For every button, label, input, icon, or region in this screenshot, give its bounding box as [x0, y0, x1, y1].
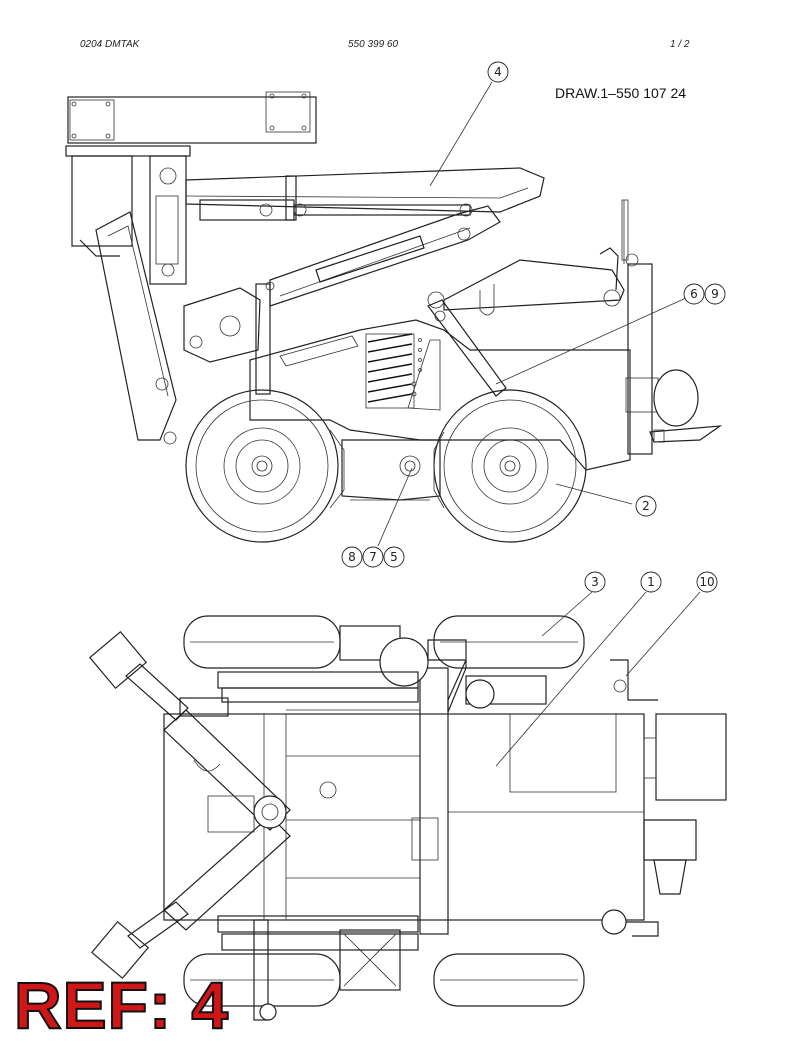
axle-housing — [341, 439, 441, 501]
svg-text:2: 2 — [642, 499, 650, 513]
callout-6: 6 — [683, 283, 705, 305]
callout-5: 5 — [383, 546, 405, 568]
mast-top — [419, 667, 449, 935]
header-page-number: 1 / 2 — [670, 39, 690, 50]
drawing-number: DRAW.1–550 107 24 — [555, 85, 687, 101]
jib-boom-lower — [163, 815, 291, 931]
rotator-column — [149, 155, 187, 285]
tank — [379, 637, 429, 687]
top-view — [88, 615, 727, 1021]
jib-arm — [95, 211, 177, 441]
svg-text:10: 10 — [699, 575, 714, 589]
turret — [183, 287, 261, 363]
svg-text:1: 1 — [647, 575, 655, 589]
engine-grille — [365, 333, 415, 409]
svg-text:7: 7 — [369, 550, 377, 564]
platform-corner-bottom — [90, 920, 150, 980]
tire-bottom-rear — [433, 953, 585, 1007]
chassis-body — [249, 319, 631, 471]
upper-cylinder — [199, 199, 295, 221]
header-left-code: 0204 DMTAK — [80, 39, 140, 50]
side-view — [65, 91, 723, 543]
callout-1: 1 — [640, 571, 662, 593]
platform-corner-top — [88, 630, 148, 690]
svg-text:6: 6 — [690, 287, 698, 301]
svg-text:8: 8 — [348, 550, 356, 564]
lower-boom — [269, 205, 501, 307]
reference-stamp: REF: 4 — [13, 968, 230, 1042]
header-part-number: 550 399 60 — [348, 39, 399, 50]
leader-lines — [377, 81, 701, 767]
rear-wheel — [433, 389, 587, 543]
upper-boom — [185, 167, 545, 213]
tire-top-rear — [433, 615, 585, 669]
callout-8: 8 — [341, 546, 363, 568]
rear-frame — [627, 263, 653, 455]
svg-text:5: 5 — [390, 550, 398, 564]
callout-3: 3 — [584, 571, 606, 593]
callout-2: 2 — [635, 495, 657, 517]
callout-9: 9 — [704, 283, 726, 305]
counterweight — [655, 713, 727, 801]
callout-4: 4 — [487, 61, 509, 83]
front-wheel — [185, 389, 339, 543]
svg-text:3: 3 — [591, 575, 599, 589]
work-platform — [67, 96, 317, 144]
chassis-top — [163, 713, 645, 921]
knuckle-joint — [253, 795, 287, 829]
svg-text:4: 4 — [494, 65, 502, 79]
callout-10: 10 — [696, 571, 718, 593]
svg-text:9: 9 — [711, 287, 719, 301]
callout-7: 7 — [362, 546, 384, 568]
